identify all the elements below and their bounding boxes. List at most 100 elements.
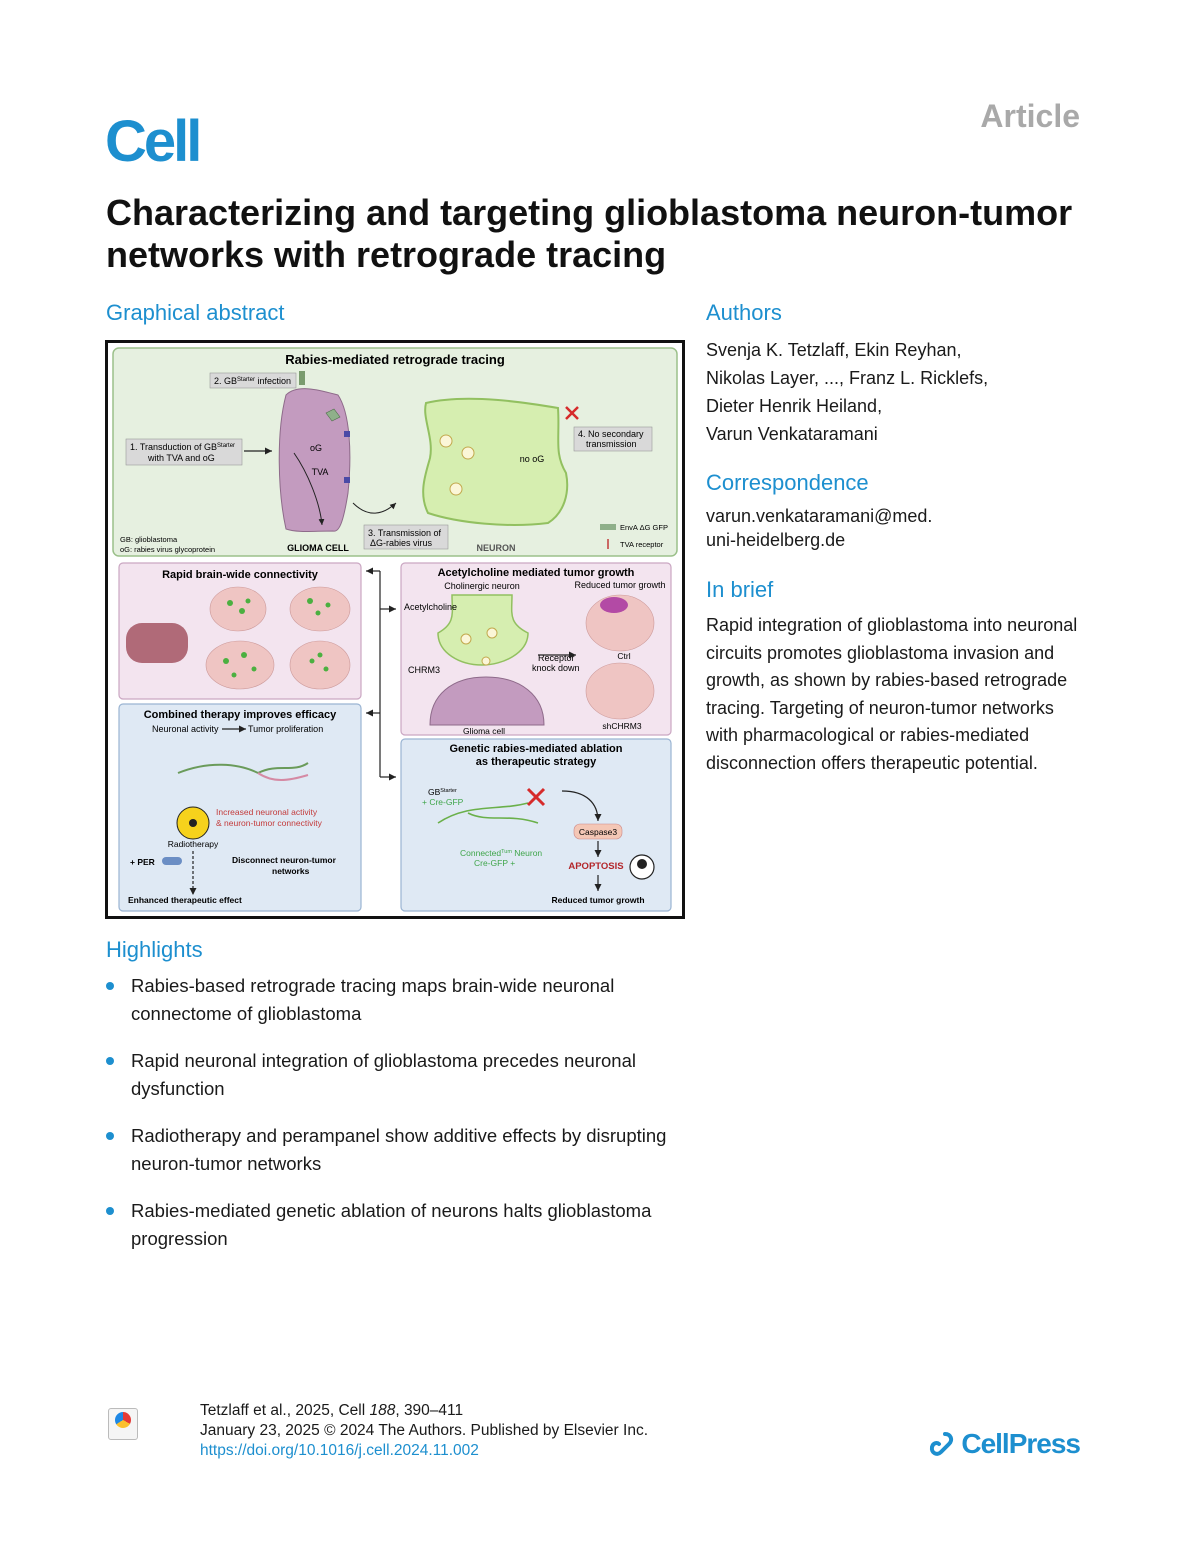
cre-gfp-label: + Cre-GFP <box>422 797 464 807</box>
bullet-icon <box>106 1207 114 1215</box>
correspondence-email[interactable]: varun.venkataramani@med. uni-heidelberg.… <box>706 504 1066 552</box>
journal-logo: Cell <box>105 109 202 174</box>
neuron-shape <box>422 397 569 526</box>
vesicle <box>439 434 453 448</box>
pill-icon <box>162 857 182 865</box>
envA-legend: EnvA ΔG GFP <box>620 523 668 532</box>
tva-label: TVA <box>312 467 329 477</box>
receptor-kd-line2: knock down <box>532 663 580 673</box>
step1-label-line2: with TVA and oG <box>147 453 215 463</box>
neuron-label: NEURON <box>476 543 515 553</box>
increased-activity-line1: Increased neuronal activity <box>216 807 318 817</box>
panel2-title: Rapid brain-wide connectivity <box>162 569 319 581</box>
reduced-growth-final: Reduced tumor growth <box>551 895 644 905</box>
cholinergic-label: Cholinergic neuron <box>444 581 520 591</box>
brain-section <box>205 640 275 690</box>
shchrm3-label: shCHRM3 <box>602 721 641 731</box>
cholinergic-terminal <box>437 594 529 666</box>
virus-particle-icon <box>325 408 341 422</box>
labeled-neurons <box>223 598 331 678</box>
email-line[interactable]: uni-heidelberg.de <box>706 530 846 550</box>
step4-label-box <box>573 426 653 452</box>
envA-legend-icon <box>600 524 616 530</box>
step3-line1: 3. Transmission of <box>368 528 442 538</box>
email-line[interactable]: varun.venkataramani@med. <box>706 506 933 526</box>
check-for-updates-icon[interactable] <box>108 1408 138 1440</box>
bullet-icon <box>106 1132 114 1140</box>
connected-neurons <box>437 802 539 824</box>
ablation-cross-icon <box>526 787 546 807</box>
brain-section <box>289 640 351 690</box>
brain-section <box>289 586 351 632</box>
bullet-icon <box>106 1057 114 1065</box>
ablation-arrow <box>561 790 602 822</box>
correspondence-heading: Correspondence <box>706 470 869 495</box>
chrm3-label: CHRM3 <box>408 665 440 675</box>
cre-gfp-plus-label: Cre-GFP + <box>474 858 515 868</box>
vesicle <box>481 656 491 666</box>
author-line: Svenja K. Tetzlaff, Ekin Reyhan, <box>706 340 962 360</box>
doi-link[interactable]: https://doi.org/10.1016/j.cell.2024.11.0… <box>200 1442 479 1459</box>
vesicle <box>461 446 475 460</box>
caspase3-badge <box>573 823 623 840</box>
connected-neuron-label: ConnectedTum Neuron <box>460 848 542 858</box>
paper-title: Characterizing and targeting glioblastom… <box>106 192 1073 275</box>
highlight-item: Rapid neuronal integration of glioblasto… <box>106 1047 696 1103</box>
acetylcholine-label: Acetylcholine <box>404 602 457 612</box>
radiotherapy-label: Radiotherapy <box>168 839 219 849</box>
vesicle <box>460 633 472 645</box>
receptor-icon <box>344 431 350 437</box>
virus-injection-icon <box>299 371 305 385</box>
radiation-icon-center <box>189 819 197 827</box>
receptor-kd-line1: Receptor <box>538 653 575 663</box>
panel5-title-line1: Genetic rabies-mediated ablation <box>450 743 623 755</box>
panel4-title: Combined therapy improves efficacy <box>144 709 337 721</box>
step2-label: 2. GBStarter infection <box>214 376 291 386</box>
crossmark-ring-icon <box>115 1412 131 1428</box>
mouse-brain-image <box>126 623 188 663</box>
ctrl-label: Ctrl <box>617 651 630 661</box>
author-line: Varun Venkataramani <box>706 424 878 444</box>
internal-arrow <box>293 452 325 526</box>
reduced-growth-label: Reduced tumor growth <box>574 580 665 590</box>
glioma-cell-label-small: Glioma cell <box>463 726 505 736</box>
increased-activity-line2: & neuron-tumor connectivity <box>216 818 323 828</box>
authors-list: Svenja K. Tetzlaff, Ekin Reyhan, Nikolas… <box>706 336 1066 448</box>
step3-label-box <box>363 524 449 550</box>
cellpress-logo-icon <box>930 1432 954 1456</box>
no-transmission-cross-icon <box>565 406 579 420</box>
brain-section <box>209 586 267 632</box>
highlight-item: Rabies-based retrograde tracing maps bra… <box>106 972 696 1028</box>
step4-line1: 4. No secondary <box>578 429 644 439</box>
panel-genetic-ablation <box>400 738 672 912</box>
panel3-title: Acetylcholine mediated tumor growth <box>438 567 635 579</box>
author-line: Dieter Henrik Heiland, <box>706 396 883 416</box>
article-type-label: Article <box>980 98 1080 134</box>
enhanced-effect-label: Enhanced therapeutic effect <box>128 895 242 905</box>
step3-line2: ΔG-rabies virus <box>370 538 433 548</box>
panel1-title: Rabies-mediated retrograde tracing <box>285 352 505 367</box>
graphical-abstract-figure: Rabies-mediated retrograde tracing 2. GB… <box>105 340 685 919</box>
vesicle <box>486 627 498 639</box>
no-og-label: no oG <box>520 454 545 464</box>
per-label: + PER <box>130 857 155 867</box>
receptor-icon <box>344 477 350 483</box>
highlights-list: Rabies-based retrograde tracing maps bra… <box>106 972 696 1272</box>
neuron-tumor-network <box>257 772 309 781</box>
tumor-region <box>600 597 628 613</box>
highlight-item: Rabies-mediated genetic ablation of neur… <box>106 1197 696 1253</box>
publisher-logo: CellPress <box>929 1428 1081 1460</box>
og-label: oG <box>310 443 322 453</box>
skull-icon-head <box>637 859 647 869</box>
glioma-cell-label: GLIOMA CELL <box>287 543 349 553</box>
caspase3-label: Caspase3 <box>579 827 618 837</box>
bullet-icon <box>106 982 114 990</box>
author-line: Nikolas Layer, ..., Franz L. Ricklefs, <box>706 368 989 388</box>
step1-label-box <box>125 438 243 466</box>
gb-starter-label: GBStarter <box>428 787 457 797</box>
highlights-heading: Highlights <box>106 937 203 962</box>
brain-section-shchrm3 <box>585 662 655 720</box>
legend-gb: GB: glioblastoma <box>120 535 178 544</box>
in-brief-heading: In brief <box>706 577 774 602</box>
graphical-abstract-heading: Graphical abstract <box>106 300 285 325</box>
